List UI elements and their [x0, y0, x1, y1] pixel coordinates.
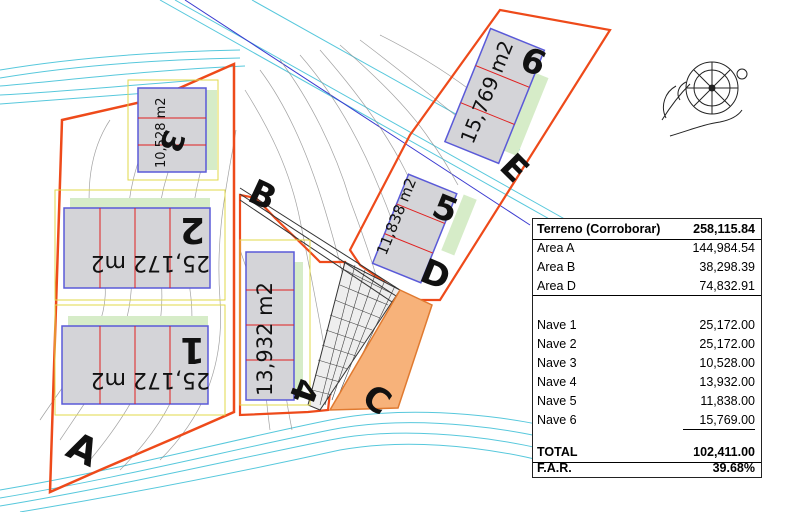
nave-1-number: 1	[180, 329, 205, 370]
nave-value: 13,932.00	[699, 375, 755, 389]
nave-1-building: 25,172 m2 1	[61, 316, 210, 405]
area-label: Area D	[537, 279, 576, 293]
terreno-label: Terreno (Corroborar)	[537, 222, 661, 236]
table-row: Nave 2 25,172.00	[537, 335, 755, 353]
nave-value: 25,172.00	[699, 318, 755, 332]
zone-b-label: B	[242, 172, 282, 219]
far-row: F.A.R. 39.68%	[537, 459, 755, 477]
table-row: Area B 38,298.39	[537, 258, 755, 276]
far-value: 39.68%	[712, 461, 755, 475]
total-divider	[533, 462, 761, 463]
setback-lines	[54, 79, 311, 416]
nave-1-area-label: 25,172 m2	[91, 367, 210, 392]
area-label: Area A	[537, 241, 575, 255]
nave-2-building: 25,172 m2 2	[63, 198, 211, 289]
area-summary-table: Terreno (Corroborar) 258,115.84 Area A 1…	[532, 218, 762, 478]
nave-value: 11,838.00	[700, 394, 755, 408]
road-centerline	[184, 0, 531, 226]
area-label: Area B	[537, 260, 576, 274]
access-road	[239, 187, 401, 303]
zone-d-boundary	[348, 8, 612, 302]
nave-5-building: 11,838 m2 5	[371, 173, 477, 284]
zone-c-parcel	[328, 289, 433, 411]
compass-hand-icon	[661, 61, 748, 137]
nave-label: Nave 1	[537, 318, 577, 332]
table-row: Area D 74,832.91	[537, 277, 755, 295]
nave-value: 25,172.00	[699, 337, 755, 351]
table-row: Nave 6 15,769.00	[537, 411, 755, 429]
nave-label: Nave 4	[537, 375, 577, 389]
nave-3-area-label: 10,528 m2	[154, 97, 169, 168]
sum-divider	[683, 429, 755, 430]
nave-label: Nave 5	[537, 394, 577, 408]
header-divider	[533, 239, 761, 240]
nave-value: 15,769.00	[699, 413, 755, 427]
areas-divider	[533, 295, 761, 296]
nave-label: Nave 2	[537, 337, 577, 351]
table-row: Nave 4 13,932.00	[537, 373, 755, 391]
nave-3-building: 10,528 m2 3	[137, 87, 217, 173]
nave-2-number: 2	[180, 209, 205, 250]
total-value: 102,411.00	[693, 445, 755, 459]
nave-4-area-label: 13,932 m2	[253, 282, 277, 396]
far-label: F.A.R.	[537, 461, 572, 475]
nave-label: Nave 6	[537, 413, 577, 427]
total-row: TOTAL 102,411.00	[537, 443, 755, 461]
nave-4-building: 13,932 m2 4	[245, 251, 326, 409]
table-header-row: Terreno (Corroborar) 258,115.84	[537, 220, 755, 238]
area-value: 74,832.91	[699, 279, 755, 293]
nave-label: Nave 3	[537, 356, 577, 370]
terreno-value: 258,115.84	[693, 222, 755, 236]
table-row: Nave 5 11,838.00	[537, 392, 755, 410]
total-label: TOTAL	[537, 445, 578, 459]
area-value: 38,298.39	[699, 260, 755, 274]
nave-6-building: 15,769 m2 6	[443, 27, 552, 165]
table-row: Nave 1 25,172.00	[537, 316, 755, 334]
nave-value: 10,528.00	[699, 356, 755, 370]
area-value: 144,984.54	[692, 241, 755, 255]
table-row: Nave 3 10,528.00	[537, 354, 755, 372]
zone-a-label: A	[60, 423, 106, 476]
nave-2-area-label: 25,172 m2	[91, 250, 210, 275]
table-row: Area A 144,984.54	[537, 239, 755, 257]
